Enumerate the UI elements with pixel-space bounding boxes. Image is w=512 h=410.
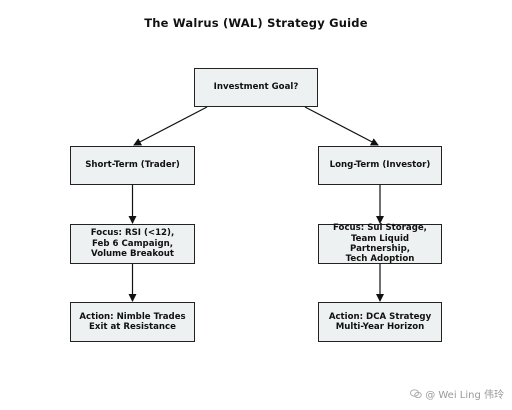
- watermark-text: @ Wei Ling 伟玲: [425, 390, 504, 401]
- node-label: Action: Nimble Trades Exit at Resistance: [79, 311, 186, 332]
- node-label: Action: DCA Strategy Multi-Year Horizon: [328, 311, 432, 332]
- node-label: Investment Goal?: [213, 82, 299, 93]
- wechat-icon: [410, 388, 422, 399]
- node-long-term: Long-Term (Investor): [318, 146, 442, 185]
- node-label: Short-Term (Trader): [85, 160, 180, 171]
- node-short-term: Short-Term (Trader): [70, 146, 195, 185]
- node-short-term-focus: Focus: RSI (<12), Feb 6 Campaign, Volume…: [70, 224, 195, 264]
- node-short-term-action: Action: Nimble Trades Exit at Resistance: [70, 302, 195, 342]
- node-long-term-focus: Focus: Sui Storage, Team Liquid Partners…: [318, 223, 442, 265]
- watermark: @ Wei Ling 伟玲: [410, 386, 504, 401]
- node-label: Focus: Sui Storage, Team Liquid Partners…: [333, 223, 427, 265]
- edge-root-to-short-term: [133, 106, 208, 146]
- edge-root-to-long-term: [304, 106, 379, 146]
- node-investment-goal: Investment Goal?: [194, 68, 318, 107]
- node-label: Long-Term (Investor): [329, 160, 431, 171]
- node-long-term-action: Action: DCA Strategy Multi-Year Horizon: [318, 302, 442, 342]
- node-label: Focus: RSI (<12), Feb 6 Campaign, Volume…: [90, 228, 175, 260]
- diagram-title: The Walrus (WAL) Strategy Guide: [144, 16, 368, 30]
